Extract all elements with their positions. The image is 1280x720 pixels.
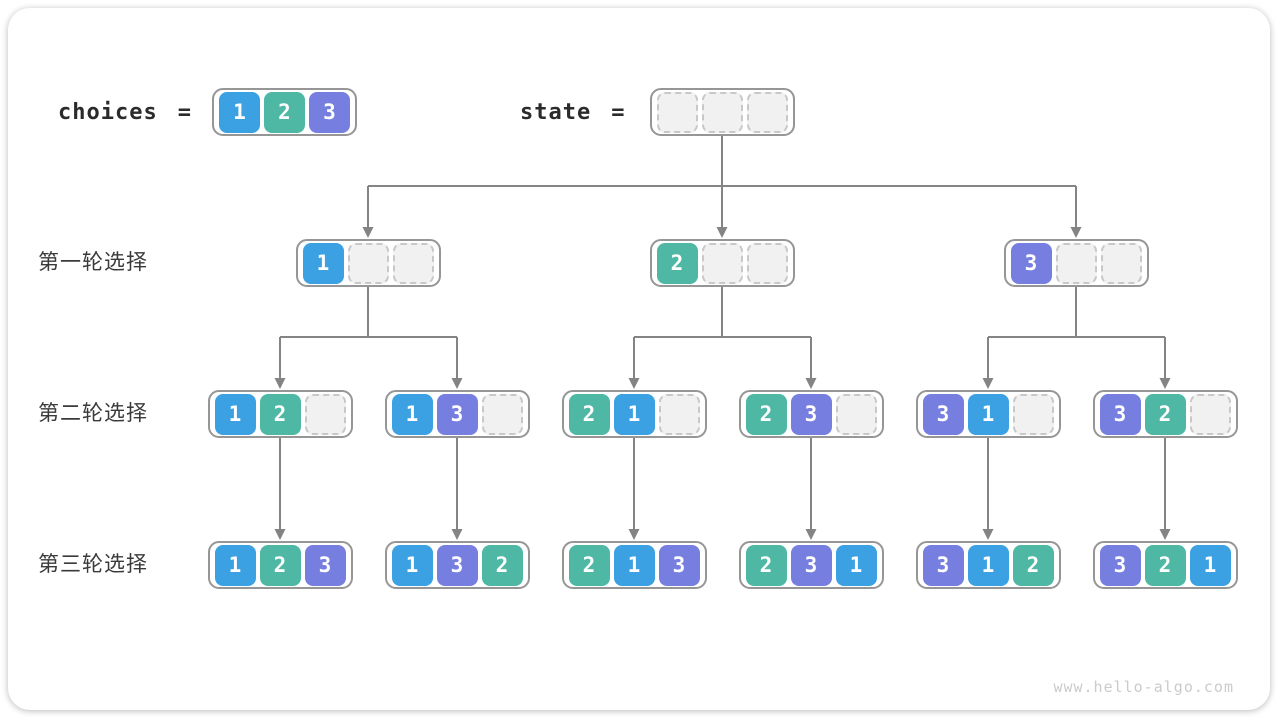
choice-cell-1: 1 [967,393,1009,435]
choice-cell-2: 2 [745,544,787,586]
choice-cell-2: 2 [1144,393,1186,435]
empty-slot [1055,242,1097,284]
state-equals-sign: = [611,99,626,125]
choice-cell-3: 3 [790,393,832,435]
watermark: www.hello-algo.com [1053,678,1234,696]
choice-cell-2: 2 [259,544,301,586]
choice-cell-2: 2 [745,393,787,435]
empty-slot [701,242,743,284]
choice-cell-1: 1 [302,242,344,284]
choices-label: choices [58,99,158,125]
choice-cell-1: 1 [835,544,877,586]
empty-slot [747,91,788,133]
choice-cell-1: 1 [967,544,1009,586]
choice-cell-2: 2 [568,393,610,435]
choice-cell-3: 3 [309,91,350,133]
choice-cell-2: 2 [656,242,698,284]
choice-cell-2: 2 [481,544,523,586]
row-label-round-1: 第一轮选择 [38,251,148,274]
choice-cell-3: 3 [922,393,964,435]
state-array-root [650,88,795,136]
empty-slot [746,242,788,284]
choice-cell-3: 3 [304,544,346,586]
choice-cell-3: 3 [922,544,964,586]
row-label-round-3: 第三轮选择 [38,553,148,576]
state-node-r1-1: 1 [295,239,441,287]
choice-cell-2: 2 [1012,544,1054,586]
choice-cell-1: 1 [214,393,256,435]
empty-slot [658,393,700,435]
choice-cell-2: 2 [1144,544,1186,586]
row-label-round-2: 第二轮选择 [38,402,148,425]
choice-cell-1: 1 [391,393,433,435]
choice-cell-2: 2 [568,544,610,586]
choice-cell-1: 1 [391,544,433,586]
empty-slot [1100,242,1142,284]
choice-cell-2: 2 [264,91,305,133]
choices-equals-sign: = [177,99,192,125]
choice-cell-2: 2 [259,393,301,435]
choice-cell-1: 1 [613,544,655,586]
empty-slot [1012,393,1054,435]
choice-cell-3: 3 [790,544,832,586]
empty-slot [481,393,523,435]
choice-cell-1: 1 [219,91,260,133]
empty-slot [304,393,346,435]
choices-group: choices = [58,88,192,136]
choice-cell-1: 1 [613,393,655,435]
empty-slot [392,242,434,284]
state-group: state = [520,88,625,136]
state-node-r1-3: 3 [1003,239,1149,287]
empty-slot [657,91,698,133]
choice-cell-3: 3 [658,544,700,586]
empty-slot [835,393,877,435]
choice-cell-3: 3 [436,544,478,586]
choice-cell-3: 3 [436,393,478,435]
empty-slot [347,242,389,284]
choice-cell-1: 1 [1189,544,1231,586]
figure-card [8,8,1270,710]
choice-cell-1: 1 [214,544,256,586]
choice-cell-3: 3 [1099,393,1141,435]
state-label: state [520,99,592,125]
state-node-r1-2: 2 [649,239,795,287]
empty-slot [1189,393,1231,435]
choice-cell-3: 3 [1099,544,1141,586]
choice-cell-3: 3 [1010,242,1052,284]
empty-slot [702,91,743,133]
